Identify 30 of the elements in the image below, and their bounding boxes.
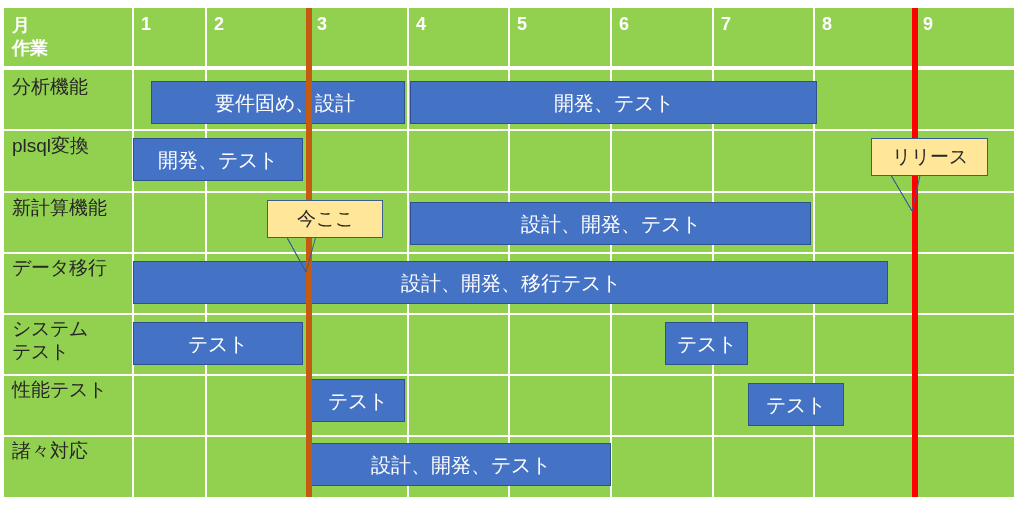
task-bar: 設計、開発、テスト bbox=[311, 443, 611, 486]
task-bar: テスト bbox=[311, 379, 405, 422]
row-label: 諸々対応 bbox=[12, 439, 88, 462]
month-number: 9 bbox=[923, 14, 933, 34]
task-bar: 開発、テスト bbox=[133, 138, 303, 181]
callout-pointer bbox=[890, 174, 921, 212]
row-label: 性能テスト bbox=[12, 378, 107, 401]
month-number: 7 bbox=[721, 14, 731, 34]
month-number: 6 bbox=[619, 14, 629, 34]
task-bar: テスト bbox=[665, 322, 748, 365]
month-number: 2 bbox=[214, 14, 224, 34]
row-label: システムテスト bbox=[12, 317, 89, 363]
task-bar: 要件固め、設計 bbox=[151, 81, 405, 124]
callout-pointer bbox=[286, 236, 317, 273]
month-number: 4 bbox=[416, 14, 426, 34]
header-label: 月 bbox=[12, 14, 30, 36]
row-label: plsql変換 bbox=[12, 134, 90, 157]
row-label: 新計算機能 bbox=[12, 196, 107, 219]
row-label: データ移行 bbox=[12, 256, 107, 279]
task-bar: テスト bbox=[748, 383, 844, 426]
row-label: 分析機能 bbox=[12, 75, 88, 98]
month-number: 1 bbox=[141, 14, 151, 34]
month-number: 3 bbox=[317, 14, 327, 34]
task-bar: 開発、テスト bbox=[410, 81, 817, 124]
task-bar: 設計、開発、テスト bbox=[410, 202, 811, 245]
task-bar: 設計、開発、移行テスト bbox=[133, 261, 888, 304]
month-number: 8 bbox=[822, 14, 832, 34]
task-bar: テスト bbox=[133, 322, 303, 365]
month-number: 5 bbox=[517, 14, 527, 34]
header-label: 作業 bbox=[12, 37, 48, 59]
